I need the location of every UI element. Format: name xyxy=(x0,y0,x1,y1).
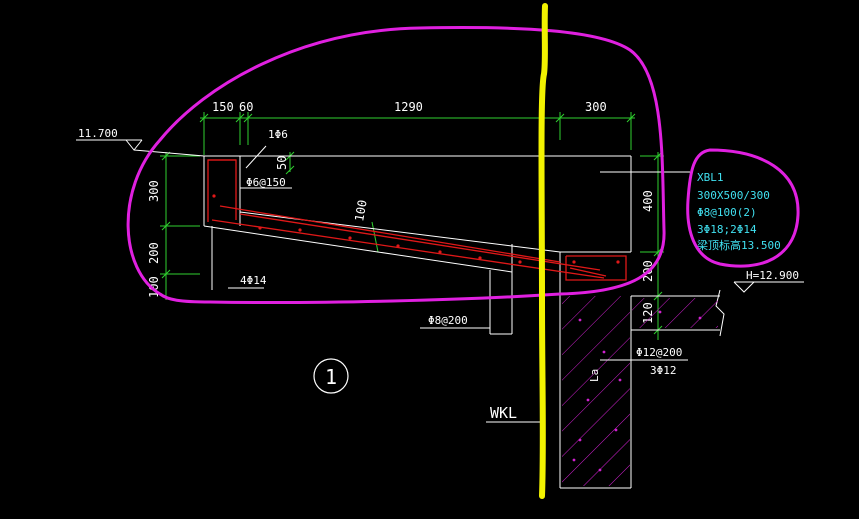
label-top-bar: 1Φ6 xyxy=(268,128,288,141)
dimension-texts: 150 60 1290 300 300 200 100 100 50 400 2… xyxy=(147,100,655,324)
spec-level: 梁顶标高13.500 xyxy=(697,238,781,252)
beam-spec: XBL1 300X500/300 Φ8@100(2) 3Φ18;2Φ14 梁顶标… xyxy=(697,171,781,252)
dim-right-400: 400 xyxy=(641,190,655,212)
highlight-loop-slab xyxy=(126,26,666,305)
highlight-vertical-line xyxy=(538,3,548,499)
dim-top-1290: 1290 xyxy=(394,100,423,114)
rebar-labels: 1Φ6 Φ6@150 4Φ14 Φ8@200 Φ12@200 3Φ12 La W… xyxy=(228,128,688,423)
label-beam-stirrup: Φ12@200 xyxy=(636,346,682,359)
level-mark-right: H=12.900 xyxy=(733,269,804,293)
section-marker: 1 xyxy=(313,358,349,394)
dim-left-300: 300 xyxy=(147,180,161,202)
spec-size: 300X500/300 xyxy=(697,189,770,202)
beam-hatch xyxy=(562,296,718,486)
rebar-dots xyxy=(212,194,620,264)
slab-outline xyxy=(203,155,725,489)
dim-top-150: 150 xyxy=(212,100,234,114)
spec-bars: 3Φ18;2Φ14 xyxy=(697,223,757,236)
spec-name: XBL1 xyxy=(697,171,724,184)
dim-slope-100: 100 xyxy=(352,199,370,223)
dim-top-50: 50 xyxy=(275,156,289,170)
dim-top-300: 300 xyxy=(585,100,607,114)
label-mid-stirrup: Φ8@200 xyxy=(428,314,468,327)
label-anchor: La xyxy=(588,369,601,382)
level-right-text: H=12.900 xyxy=(746,269,799,282)
section-number: 1 xyxy=(325,365,337,389)
level-mark-top: 11.700 xyxy=(76,127,205,157)
dim-top-60: 60 xyxy=(239,100,253,114)
label-beam-bars: 3Φ12 xyxy=(650,364,677,377)
label-wkl: WKL xyxy=(490,404,517,422)
dim-left-200: 200 xyxy=(147,242,161,264)
level-top-text: 11.700 xyxy=(78,127,118,140)
label-stirrup-left: Φ6@150 xyxy=(246,176,286,189)
label-bottom-bars: 4Φ14 xyxy=(240,274,267,287)
highlight-loop-spec xyxy=(686,148,800,268)
spec-stirrups: Φ8@100(2) xyxy=(697,206,757,219)
